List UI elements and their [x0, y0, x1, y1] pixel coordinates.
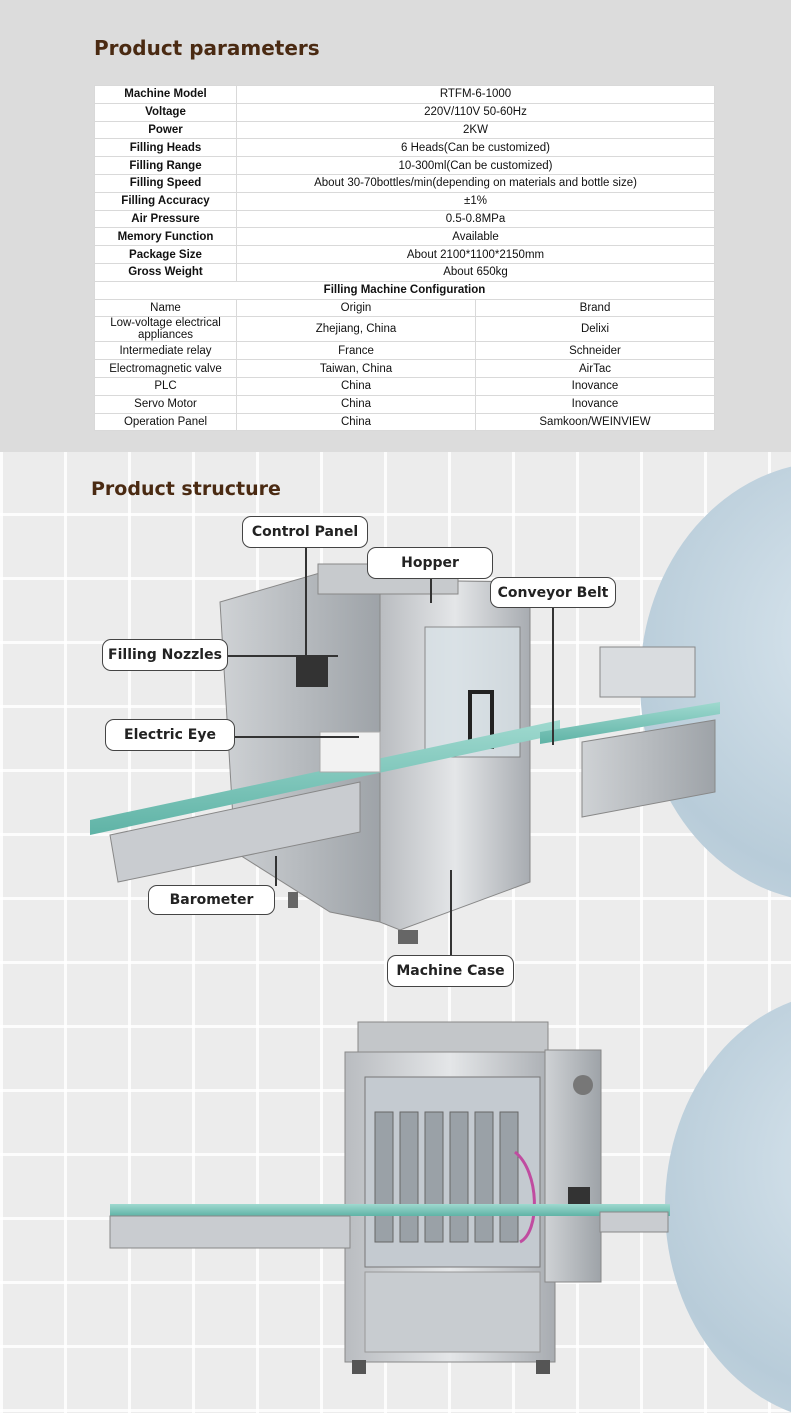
filling-machine-illustration — [90, 563, 720, 1374]
param-label: Filling Range — [94, 156, 237, 175]
config-cell: PLC — [94, 376, 237, 396]
param-label: Air Pressure — [94, 209, 237, 229]
config-cell: France — [236, 341, 476, 361]
callout-hopper: Hopper — [367, 547, 493, 579]
callout-barometer: Barometer — [148, 885, 275, 915]
control-panel-leader — [305, 548, 307, 684]
config-cell: Servo Motor — [94, 394, 237, 414]
param-label: Machine Model — [94, 85, 237, 104]
machine-side-view — [90, 563, 720, 944]
config-cell: AirTac — [475, 359, 715, 378]
param-label: Filling Heads — [94, 138, 237, 158]
config-title-row: Filling Machine Configuration — [94, 280, 715, 300]
config-header: Brand — [475, 298, 715, 318]
barometer-leader — [275, 856, 277, 886]
hopper-leader — [430, 579, 432, 603]
config-cell: Zhejiang, China — [236, 316, 476, 343]
param-label: Gross Weight — [94, 262, 237, 282]
callout-electric-eye: Electric Eye — [105, 719, 235, 751]
structure-heading: Product structure — [91, 478, 281, 500]
param-value: About 650kg — [236, 262, 715, 282]
config-cell: China — [236, 394, 476, 414]
config-cell: Operation Panel — [94, 412, 237, 432]
structure-section: Product structure — [0, 452, 791, 1413]
param-label: Filling Speed — [94, 173, 237, 193]
callout-machine-case: Machine Case — [387, 955, 514, 987]
config-cell: Taiwan, China — [236, 359, 476, 378]
callout-conveyor-belt: Conveyor Belt — [490, 577, 616, 608]
param-value: About 30-70bottles/min(depending on mate… — [236, 173, 715, 193]
param-value: RTFM-6-1000 — [236, 85, 715, 104]
parameters-heading: Product parameters — [94, 36, 320, 60]
param-value: Available — [236, 227, 715, 247]
machine-case-leader — [450, 870, 452, 956]
param-label: Package Size — [94, 245, 237, 264]
conveyor-belt-leader — [552, 607, 554, 745]
callout-filling-nozzles: Filling Nozzles — [102, 639, 228, 671]
param-value: 10-300ml(Can be customized) — [236, 156, 715, 175]
table-row: Filling Accuracy±1% — [94, 191, 715, 211]
param-value: About 2100*1100*2150mm — [236, 245, 715, 264]
param-label: Voltage — [94, 102, 237, 122]
callout-control-panel: Control Panel — [242, 516, 368, 548]
config-cell: Samkoon/WEINVIEW — [475, 412, 715, 432]
param-value: 220V/110V 50-60Hz — [236, 102, 715, 122]
machine-front-view — [109, 1021, 670, 1374]
filling-nozzles-leader — [228, 655, 338, 657]
config-cell: Inovance — [475, 394, 715, 414]
config-cell: China — [236, 376, 476, 396]
electric-eye-leader — [234, 736, 359, 738]
config-header: Origin — [236, 298, 476, 318]
config-cell: Intermediate relay — [94, 341, 237, 361]
param-value: ±1% — [236, 191, 715, 211]
config-header: Name — [94, 298, 237, 318]
config-cell: China — [236, 412, 476, 432]
param-label: Filling Accuracy — [94, 191, 237, 211]
param-value: 2KW — [236, 120, 715, 140]
config-cell: Low-voltage electrical appliances — [94, 316, 237, 343]
config-cell: Inovance — [475, 376, 715, 396]
param-value: 0.5-0.8MPa — [236, 209, 715, 229]
param-label: Memory Function — [94, 227, 237, 247]
param-value: 6 Heads(Can be customized) — [236, 138, 715, 158]
config-cell: Electromagnetic valve — [94, 359, 237, 378]
param-label: Power — [94, 120, 237, 140]
config-cell: Schneider — [475, 341, 715, 361]
config-cell: Delixi — [475, 316, 715, 343]
config-title: Filling Machine Configuration — [94, 280, 715, 300]
